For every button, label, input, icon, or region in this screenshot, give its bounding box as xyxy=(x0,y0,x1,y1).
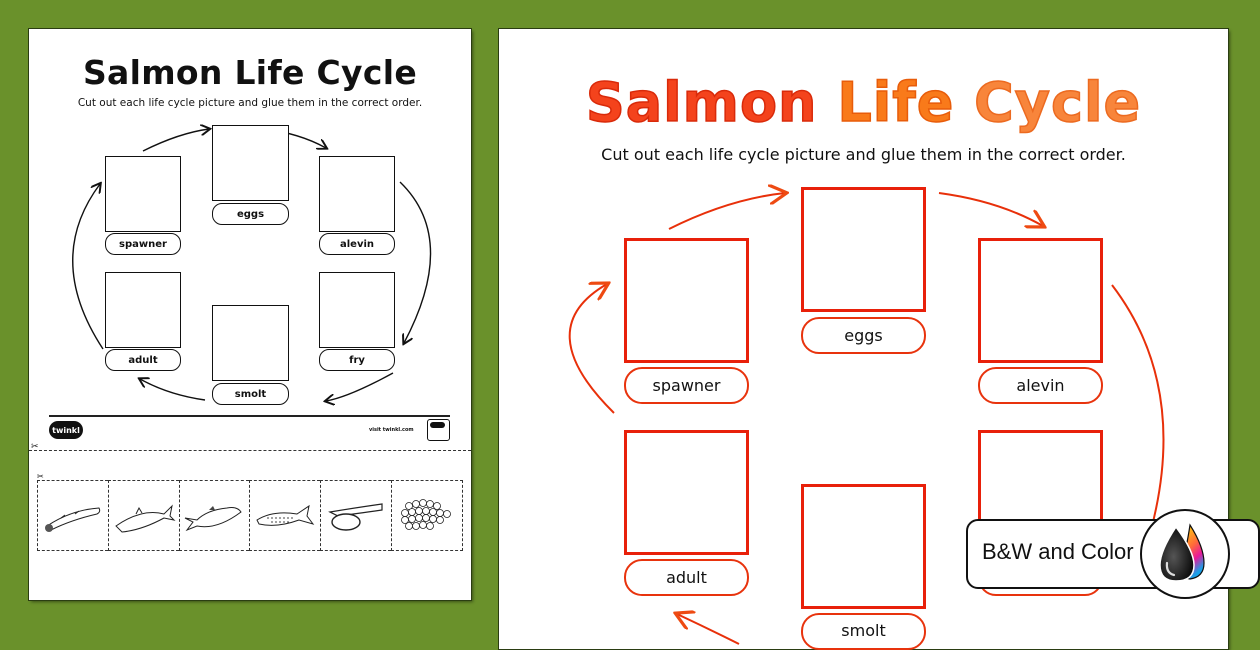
cutout-alevin xyxy=(320,480,392,551)
cutout-strip xyxy=(37,480,463,551)
color-label-spawner: spawner xyxy=(624,367,749,404)
bw-box-spawner xyxy=(105,156,181,232)
color-label-eggs: eggs xyxy=(801,317,926,354)
color-label-adult: adult xyxy=(624,559,749,596)
color-box-smolt xyxy=(801,484,926,609)
bw-box-alevin xyxy=(319,156,395,232)
ink-drops-icon xyxy=(1140,509,1230,599)
eggs-cluster-icon xyxy=(401,498,451,530)
cutout-spawner xyxy=(178,480,250,551)
title-word-life: Life xyxy=(837,70,955,135)
color-box-eggs xyxy=(801,187,926,312)
cutout-eggs xyxy=(391,480,463,551)
format-badge-text: B&W and Color xyxy=(982,539,1134,564)
bw-box-fry xyxy=(319,272,395,348)
scissors-icon: ✂ xyxy=(31,442,39,452)
title-word-salmon: Salmon xyxy=(585,70,818,135)
visit-link-text: visit twinkl.com xyxy=(369,427,414,433)
bw-label-spawner: spawner xyxy=(105,233,181,255)
cutout-adult xyxy=(37,480,108,551)
adult-fish-icon xyxy=(44,506,101,532)
bw-box-smolt xyxy=(212,305,289,381)
bw-box-eggs xyxy=(212,125,289,201)
fry-fish-icon xyxy=(256,504,315,526)
spawner-fish-icon xyxy=(184,505,242,531)
color-title: Salmon Life Cycle xyxy=(499,70,1228,135)
color-instruction: Cut out each life cycle picture and glue… xyxy=(601,145,1126,164)
color-worksheet-preview: Salmon Life Cycle Cut out each life cycl… xyxy=(498,28,1229,650)
bw-title: Salmon Life Cycle xyxy=(82,53,418,92)
bw-label-eggs: eggs xyxy=(212,203,289,225)
scissors-icon: ✂ xyxy=(37,472,44,481)
smolt-fish-icon xyxy=(114,503,176,533)
footer-divider xyxy=(49,415,450,417)
bw-instruction: Cut out each life cycle picture and glue… xyxy=(77,97,423,109)
alevin-icon xyxy=(328,502,383,531)
color-box-alevin xyxy=(978,238,1103,363)
color-label-alevin: alevin xyxy=(978,367,1103,404)
twinkl-logo: twinkl xyxy=(49,421,83,439)
quality-badge-icon xyxy=(427,419,450,441)
bw-label-alevin: alevin xyxy=(319,233,395,255)
cutout-smolt xyxy=(107,480,179,551)
title-word-cycle: Cycle xyxy=(973,70,1142,135)
bw-label-adult: adult xyxy=(105,349,181,371)
color-label-smolt: smolt xyxy=(801,613,926,650)
cutout-fry xyxy=(249,480,321,551)
cut-line xyxy=(29,450,471,451)
bw-worksheet-preview: Salmon Life Cycle Cut out each life cycl… xyxy=(28,28,472,601)
bw-label-fry: fry xyxy=(319,349,395,371)
color-box-spawner xyxy=(624,238,749,363)
color-box-adult xyxy=(624,430,749,555)
bw-label-smolt: smolt xyxy=(212,383,289,405)
format-badge: B&W and Color xyxy=(966,509,1260,599)
bw-box-adult xyxy=(105,272,181,348)
